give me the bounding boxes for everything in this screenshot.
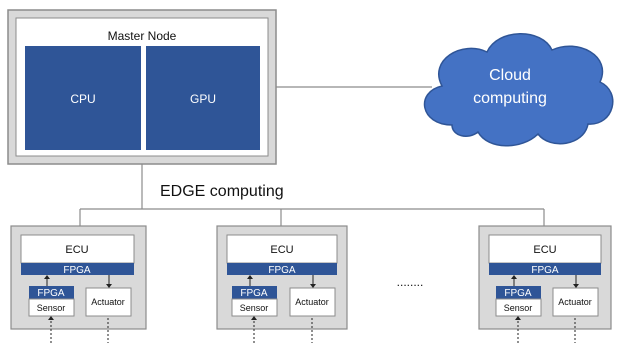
cpu-label: CPU bbox=[70, 92, 95, 106]
fpga-label: FPGA bbox=[531, 265, 559, 276]
fpga-label: FPGA bbox=[268, 265, 296, 276]
cpu-block bbox=[25, 46, 141, 150]
sensor-up-arrowhead bbox=[511, 275, 517, 279]
sensor-fpga-label: FPGA bbox=[504, 288, 532, 299]
actuator-label: Actuator bbox=[91, 297, 125, 307]
sensor-label: Sensor bbox=[504, 303, 533, 313]
actuator-down-arrowhead bbox=[573, 284, 579, 288]
cloud-label-line2: computing bbox=[473, 90, 547, 107]
sensor-input-arrowhead bbox=[251, 316, 257, 320]
fpga-bar bbox=[489, 263, 601, 275]
ecu-label: ECU bbox=[270, 244, 293, 256]
fpga-bar bbox=[21, 263, 134, 275]
edge-tree-connectors bbox=[79, 164, 545, 226]
actuator-box bbox=[85, 287, 132, 317]
sensor-fpga-bar bbox=[232, 286, 277, 299]
master-node: Master Node CPU GPU bbox=[7, 9, 277, 165]
sensor-fpga-bar bbox=[496, 286, 541, 299]
actuator-box bbox=[289, 287, 336, 317]
gpu-label: GPU bbox=[190, 92, 216, 106]
fpga-label: FPGA bbox=[63, 265, 91, 276]
cloud-shape bbox=[423, 33, 614, 147]
sensor-box bbox=[231, 298, 278, 317]
sensor-fpga-label: FPGA bbox=[37, 288, 65, 299]
ecu-label: ECU bbox=[65, 244, 88, 256]
sensor-fpga-bar bbox=[29, 286, 74, 299]
sensor-label: Sensor bbox=[37, 303, 66, 313]
edge-unit-2: ECU FPGA FPGA Sensor Actuator bbox=[216, 225, 348, 343]
edge-unit-3: ECU FPGA FPGA Sensor Actuator bbox=[478, 225, 612, 343]
cloud: Cloud computing bbox=[423, 33, 614, 147]
cloud-label-line1: Cloud bbox=[489, 67, 531, 84]
gpu-block bbox=[146, 46, 260, 150]
sensor-box bbox=[28, 298, 75, 317]
sensor-box bbox=[495, 298, 542, 317]
ecu-label: ECU bbox=[533, 244, 556, 256]
ecu-box bbox=[488, 234, 602, 264]
sensor-up-arrowhead bbox=[247, 275, 253, 279]
ecu-box bbox=[20, 234, 135, 264]
sensor-fpga-label: FPGA bbox=[240, 288, 268, 299]
edge-computing-label: EDGE computing bbox=[160, 183, 284, 200]
actuator-box bbox=[552, 287, 599, 317]
actuator-down-arrowhead bbox=[310, 284, 316, 288]
ecu-box bbox=[226, 234, 338, 264]
master-node-title: Master Node bbox=[108, 29, 177, 43]
sensor-input-arrowhead bbox=[48, 316, 54, 320]
ellipsis: ........ bbox=[397, 275, 424, 289]
actuator-down-arrowhead bbox=[106, 284, 112, 288]
edge-unit-1: ECU FPGA FPGA Sensor Actuator bbox=[10, 225, 147, 343]
sensor-up-arrowhead bbox=[44, 275, 50, 279]
sensor-input-arrowhead bbox=[515, 316, 521, 320]
sensor-label: Sensor bbox=[240, 303, 269, 313]
actuator-label: Actuator bbox=[558, 297, 592, 307]
fpga-bar bbox=[227, 263, 337, 275]
actuator-label: Actuator bbox=[295, 297, 329, 307]
